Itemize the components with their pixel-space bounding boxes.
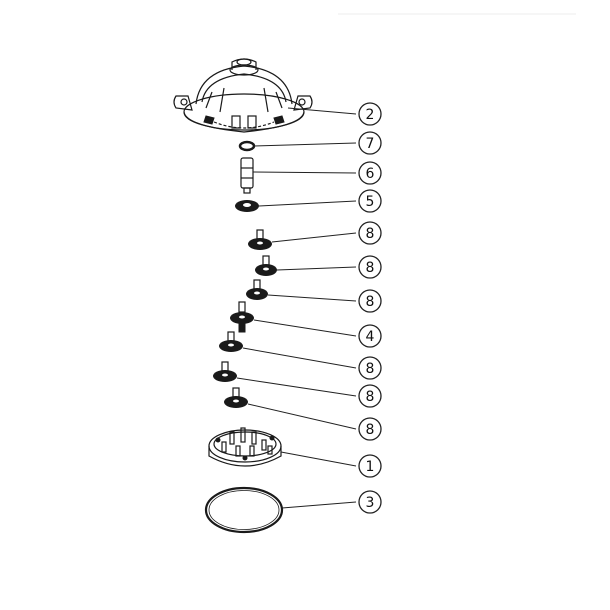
callout-label: 8	[366, 294, 375, 310]
callout-5: 5	[358, 189, 382, 213]
callout-label: 2	[366, 107, 375, 123]
gear-6	[224, 387, 248, 408]
callout-label: 8	[366, 260, 375, 276]
gear-5	[213, 361, 237, 382]
gear-2	[255, 255, 277, 276]
leader-lines	[236, 107, 357, 509]
callout-label: 7	[366, 136, 375, 152]
callout-4: 4	[358, 324, 382, 348]
callout-8f: 8	[358, 417, 382, 441]
callout-8c: 8	[358, 289, 382, 313]
gear-4	[219, 331, 243, 352]
gear-1	[248, 229, 272, 250]
callout-6: 6	[358, 161, 382, 185]
callout-label: 3	[366, 495, 375, 511]
callout-8d: 8	[358, 356, 382, 380]
shaft	[240, 157, 254, 194]
callout-label: 8	[366, 226, 375, 242]
callout-label: 1	[366, 459, 375, 475]
callout-8a: 8	[358, 221, 382, 245]
drive-gear	[230, 301, 254, 333]
callout-8e: 8	[358, 384, 382, 408]
callout-1: 1	[358, 454, 382, 478]
gear-3	[246, 279, 268, 300]
callout-3: 3	[358, 490, 382, 514]
top-housing	[173, 58, 313, 133]
large-o-ring	[204, 486, 284, 534]
callout-label: 8	[366, 389, 375, 405]
callout-label: 8	[366, 422, 375, 438]
washer	[235, 200, 259, 212]
callout-label: 4	[366, 329, 375, 345]
callout-label: 8	[366, 361, 375, 377]
callout-label: 6	[366, 166, 375, 182]
base-plate	[208, 427, 282, 467]
callout-2: 2	[358, 102, 382, 126]
callout-label: 5	[366, 194, 375, 210]
o-ring-small	[238, 140, 256, 152]
callout-8b: 8	[358, 255, 382, 279]
callout-7: 7	[358, 131, 382, 155]
